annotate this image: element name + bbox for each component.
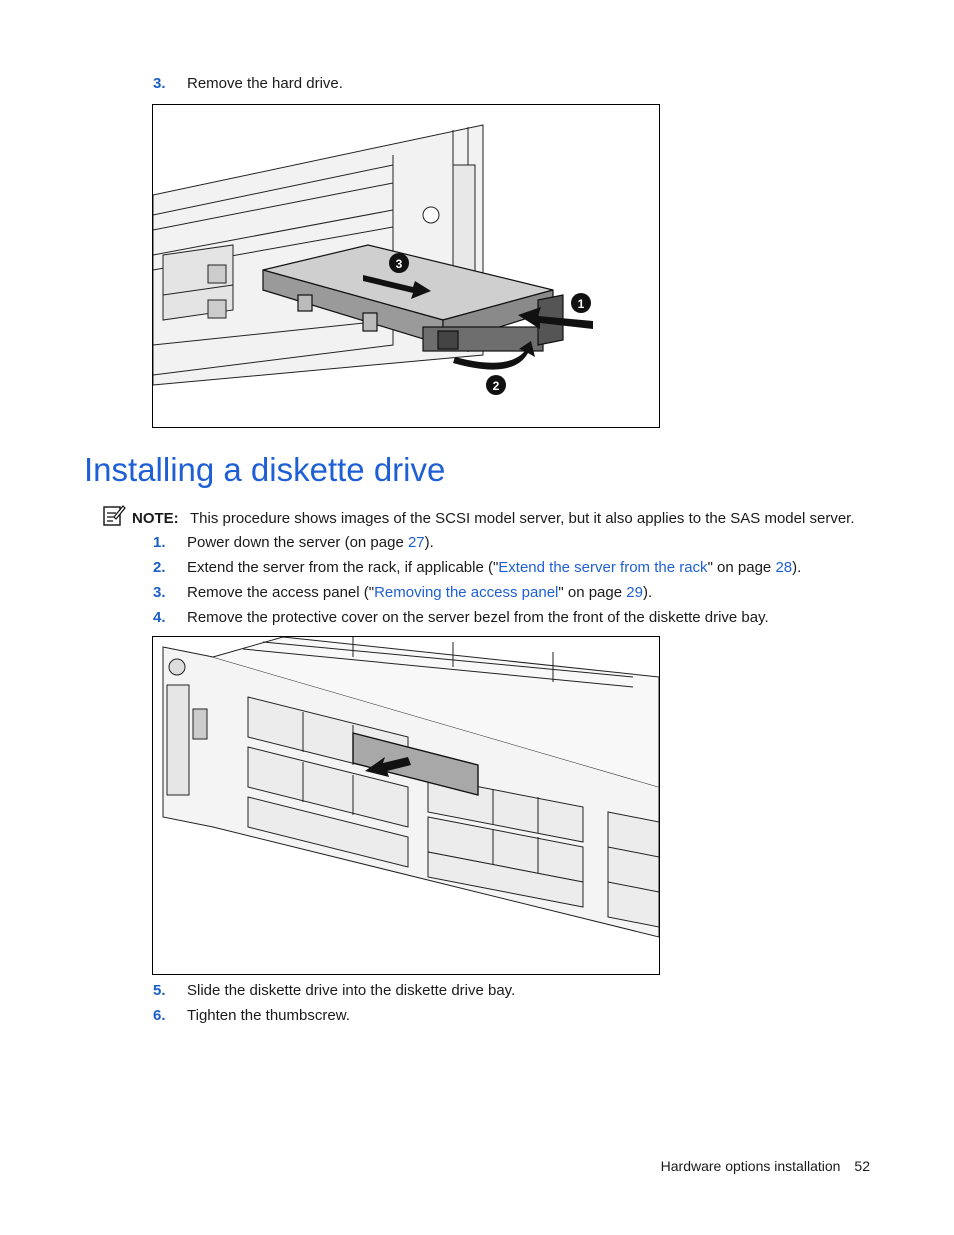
step-number: 3. — [153, 75, 166, 92]
bezel-cover-figure — [152, 636, 660, 975]
step-number: 2. — [153, 559, 166, 576]
callout-1: 1 — [571, 293, 591, 313]
callout-2: 2 — [486, 375, 506, 395]
note-text: This procedure shows images of the SCSI … — [190, 510, 855, 527]
step-text: Remove the protective cover on the serve… — [187, 609, 769, 626]
step-text: Remove the access panel ("Removing the a… — [187, 584, 653, 601]
section-heading: Installing a diskette drive — [84, 451, 446, 488]
step-text: Extend the server from the rack, if appl… — [187, 559, 802, 576]
step-number: 6. — [153, 1007, 166, 1024]
page-footer: Hardware options installation 52 — [661, 1158, 870, 1174]
step-number: 4. — [153, 609, 166, 626]
protective-cover — [352, 732, 479, 796]
hard-drive-illustration: 3 1 2 — [153, 124, 593, 395]
step-number: 5. — [153, 982, 166, 999]
step-text: Tighten the thumbscrew. — [187, 1007, 350, 1024]
page-link-29[interactable]: 29 — [626, 584, 643, 601]
step-text: Power down the server (on page 27). — [187, 534, 434, 551]
page-number: 52 — [854, 1158, 870, 1174]
svg-text:2: 2 — [493, 379, 500, 393]
server-bezel-illustration — [162, 637, 659, 938]
footer-section: Hardware options installation — [660, 1158, 841, 1174]
access-panel-link[interactable]: Removing the access panel — [374, 584, 559, 601]
step-text: Remove the hard drive. — [187, 75, 343, 92]
note-icon — [102, 503, 126, 533]
step-number: 3. — [153, 584, 166, 601]
svg-text:3: 3 — [396, 257, 403, 271]
note-label: NOTE: — [132, 510, 179, 527]
step-text: Slide the diskette drive into the disket… — [187, 982, 516, 999]
extend-server-link[interactable]: Extend the server from the rack — [498, 559, 708, 576]
callout-3: 3 — [389, 253, 409, 273]
svg-text:1: 1 — [578, 297, 585, 311]
left-arrow-icon — [365, 757, 411, 777]
hard-drive-removal-figure: 3 1 2 — [152, 104, 660, 428]
page-link-28[interactable]: 28 — [775, 559, 793, 576]
step-number: 1. — [153, 534, 166, 551]
page-link-27[interactable]: 27 — [407, 534, 425, 551]
